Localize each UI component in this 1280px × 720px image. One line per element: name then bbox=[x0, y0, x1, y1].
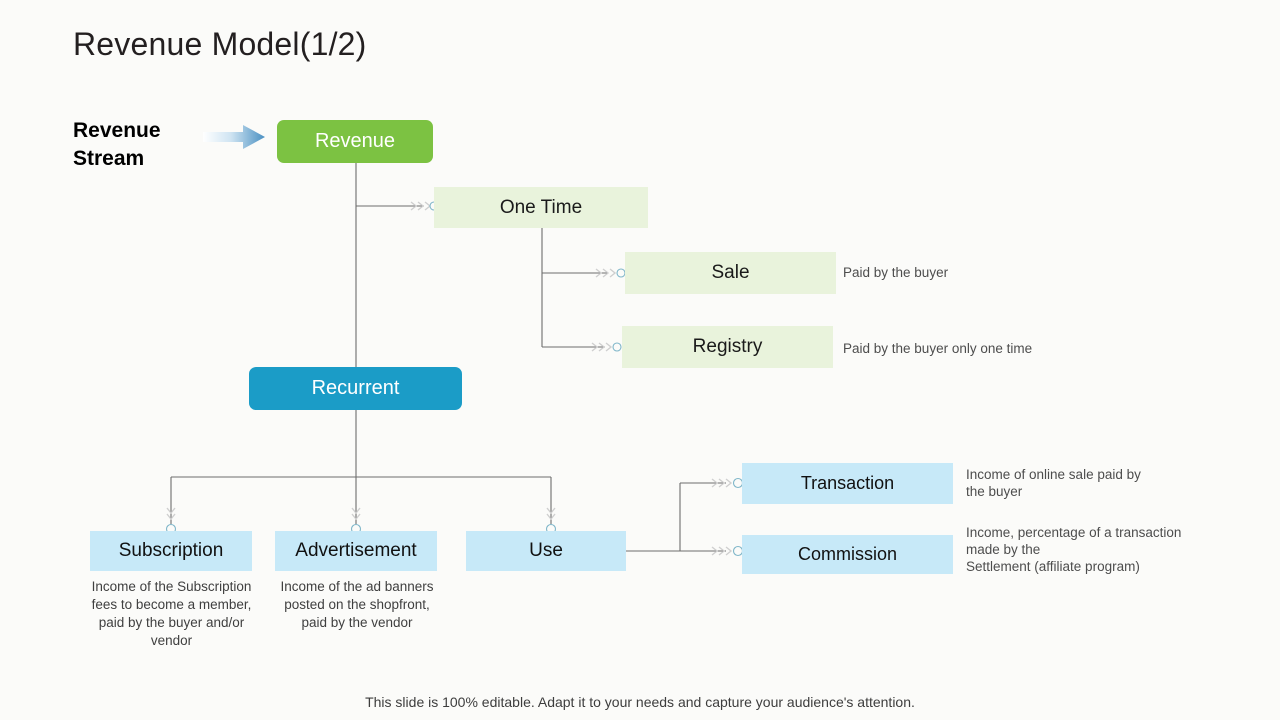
page-title: Revenue Model(1/2) bbox=[73, 26, 367, 62]
node-recurrent[interactable]: Recurrent bbox=[249, 367, 462, 410]
node-commission-label: Commission bbox=[797, 544, 898, 564]
note-transaction: Income of online sale paid by the buyer bbox=[966, 467, 1141, 499]
node-use[interactable]: Use bbox=[466, 531, 626, 571]
node-subscription-label: Subscription bbox=[118, 540, 224, 561]
description-advertisement: Income of the ad banners posted on the s… bbox=[280, 579, 434, 630]
node-one-time[interactable]: One Time bbox=[434, 187, 648, 228]
note-commission: Income, percentage of a transaction made… bbox=[966, 525, 1182, 574]
footer-note: This slide is 100% editable. Adapt it to… bbox=[365, 694, 915, 710]
node-transaction-label: Transaction bbox=[800, 473, 895, 493]
node-sale-label: Sale bbox=[711, 262, 750, 283]
node-one-time-label: One Time bbox=[499, 196, 583, 218]
node-advertisement[interactable]: Advertisement bbox=[275, 531, 437, 571]
description-subscription: Income of the Subscription fees to becom… bbox=[91, 579, 252, 648]
node-subscription[interactable]: Subscription bbox=[90, 531, 252, 571]
revenue-stream-label: Revenue Stream bbox=[73, 119, 161, 170]
note-sale: Paid by the buyer bbox=[843, 265, 949, 280]
note-registry: Paid by the buyer only one time bbox=[843, 341, 1033, 356]
node-transaction[interactable]: Transaction bbox=[742, 463, 953, 504]
node-revenue[interactable]: Revenue bbox=[277, 120, 433, 163]
node-registry-label: Registry bbox=[692, 336, 763, 357]
node-registry[interactable]: Registry bbox=[622, 326, 833, 368]
node-revenue-label: Revenue bbox=[314, 130, 396, 152]
node-recurrent-label: Recurrent bbox=[311, 377, 400, 399]
node-sale[interactable]: Sale bbox=[625, 252, 836, 294]
node-use-label: Use bbox=[529, 540, 563, 561]
arrow-right-icon bbox=[203, 125, 265, 149]
node-advertisement-label: Advertisement bbox=[295, 540, 417, 561]
node-commission[interactable]: Commission bbox=[742, 535, 953, 574]
